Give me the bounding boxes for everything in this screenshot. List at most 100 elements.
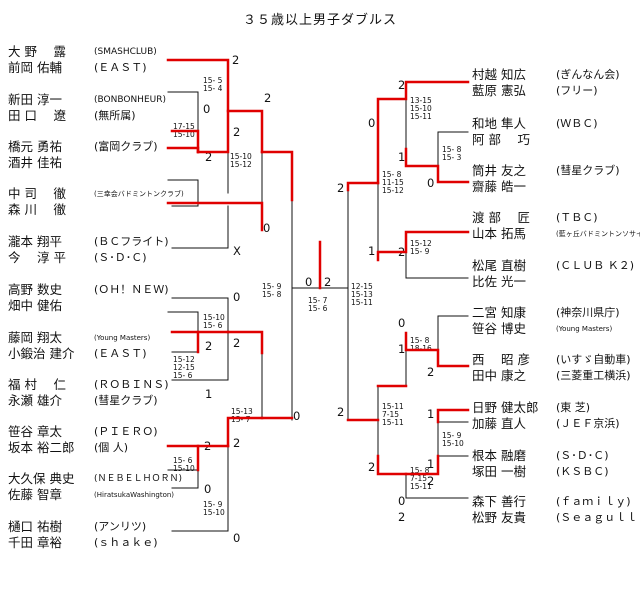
club-name: (Ｓｅａｇｕｌｌｓ) bbox=[556, 511, 640, 524]
winner-line bbox=[226, 330, 264, 355]
club-name: (ＰＩＥＲＯ) bbox=[94, 425, 158, 438]
club-name: (SMASHCLUB) bbox=[94, 47, 157, 57]
bracket-line bbox=[171, 478, 229, 532]
round-score: 2 bbox=[368, 460, 376, 474]
game-score: 15- 9 15-10 bbox=[442, 431, 464, 448]
player-name: 千田 章裕 bbox=[8, 535, 62, 550]
player-name: 大久保 典史 bbox=[8, 471, 75, 486]
player-name: 加藤 直人 bbox=[472, 416, 526, 431]
player-name: 松尾 直樹 bbox=[472, 258, 526, 273]
club-name: (三幸会バドミントンクラブ) bbox=[94, 190, 184, 198]
round-score: 2 bbox=[427, 365, 435, 379]
winner-line bbox=[166, 58, 230, 113]
bracket-line bbox=[437, 421, 469, 457]
player-name: 西 昭 彦 bbox=[472, 352, 530, 367]
round-score: 0 bbox=[233, 531, 241, 545]
page-title: ３５歳以上男子ダブルス bbox=[242, 13, 397, 28]
round-score: 1 bbox=[368, 244, 376, 258]
club-name: (いすゞ自動車) bbox=[556, 353, 631, 366]
player-name: 前岡 佑輔 bbox=[8, 60, 62, 75]
club-name: (ＥＡＳＴ) bbox=[94, 61, 147, 74]
club-name: (フリー) bbox=[556, 84, 598, 97]
club-name: (ＥＡＳＴ) bbox=[94, 347, 147, 360]
winner-line bbox=[170, 129, 200, 154]
club-name: (Young Masters) bbox=[94, 334, 151, 342]
game-score: 15- 8 7-15 15-11 bbox=[410, 466, 432, 491]
club-name: (ＮＥＢＥＬＨＯＲＮ) bbox=[94, 474, 183, 484]
round-score: 2 bbox=[337, 181, 345, 195]
round-score: 2 bbox=[233, 436, 241, 450]
round-score: 2 bbox=[205, 150, 213, 164]
round-score: 0 bbox=[398, 316, 406, 330]
bracket-line bbox=[171, 297, 229, 333]
round-score: 1 bbox=[427, 407, 435, 421]
game-score: 15-12 12-15 15- 6 bbox=[173, 355, 195, 380]
player-name: 松野 友貴 bbox=[472, 510, 526, 525]
player-name: 田中 康之 bbox=[472, 368, 526, 383]
player-name: 瀧本 翔平 bbox=[8, 234, 62, 249]
winner-line bbox=[404, 454, 440, 476]
player-name: 坂本 裕二郎 bbox=[8, 440, 75, 455]
club-name: (個 人) bbox=[94, 441, 129, 454]
player-name: 山本 拓馬 bbox=[472, 226, 526, 241]
club-name: (神奈川県庁) bbox=[556, 306, 620, 319]
game-score: 15-11 7-15 15-11 bbox=[382, 402, 404, 427]
round-score: 0 bbox=[398, 494, 406, 508]
player-name: 中 司 徹 bbox=[8, 186, 66, 201]
player-name: 森下 善行 bbox=[472, 494, 526, 509]
club-name: (富岡クラブ) bbox=[94, 140, 158, 153]
game-score: 15- 7 15- 6 bbox=[308, 296, 328, 313]
club-name: (Ｓ･Ｄ･Ｃ) bbox=[94, 251, 147, 264]
player-name: 和地 隼人 bbox=[472, 116, 526, 131]
club-name: (ＲＯＢＩＮＳ) bbox=[94, 378, 169, 391]
round-score: 2 bbox=[232, 53, 240, 67]
round-score: 2 bbox=[264, 91, 272, 105]
round-score: 1 bbox=[398, 342, 406, 356]
winner-line bbox=[404, 147, 470, 184]
bracket-line bbox=[437, 315, 469, 351]
winner-line bbox=[376, 230, 470, 262]
club-name: (Young Masters) bbox=[556, 325, 613, 333]
game-score: 15-10 15-12 bbox=[230, 152, 252, 169]
player-name: 高野 数史 bbox=[8, 282, 62, 297]
player-name: 根本 融磨 bbox=[472, 448, 526, 463]
bracket-line bbox=[171, 331, 229, 381]
game-score: 12-15 15-13 15-11 bbox=[351, 282, 373, 307]
player-name: 阿 部 巧 bbox=[472, 132, 530, 147]
winner-line bbox=[196, 109, 264, 154]
game-score: 15- 9 15-10 bbox=[203, 500, 225, 517]
game-score: 15- 8 18-16 bbox=[410, 336, 432, 353]
round-score: 0 bbox=[263, 221, 271, 235]
player-name: 新田 淳一 bbox=[8, 92, 62, 107]
club-name: (彗星クラブ) bbox=[94, 394, 158, 407]
player-name: 藍原 憲弘 bbox=[472, 83, 526, 98]
round-score: 2 bbox=[398, 78, 406, 92]
round-score: 0 bbox=[203, 102, 211, 116]
player-name: 橋元 勇祐 bbox=[8, 139, 62, 154]
winner-line bbox=[260, 150, 294, 202]
club-name: (藍ヶ丘バドミントンソサイエティ) bbox=[556, 230, 640, 238]
player-name: 村越 知広 bbox=[472, 67, 526, 82]
club-name: (無所属) bbox=[94, 109, 136, 122]
player-name: 比佐 光一 bbox=[472, 274, 526, 289]
winner-line bbox=[436, 408, 470, 424]
round-score: 0 bbox=[427, 176, 435, 190]
club-name: (BONBONHEUR) bbox=[94, 95, 166, 105]
club-name: (ＪＥＦ京浜) bbox=[556, 417, 620, 430]
game-score: 15-10 15- 6 bbox=[203, 313, 225, 330]
club-name: (ＷＢＣ) bbox=[556, 117, 598, 130]
round-score: 2 bbox=[233, 125, 241, 139]
player-name: 二宮 知康 bbox=[472, 305, 526, 320]
club-name: (ＫＳＢＣ) bbox=[556, 465, 609, 478]
player-name: 渡 部 匠 bbox=[472, 210, 530, 225]
bracket-line bbox=[405, 251, 469, 279]
player-name: 樋口 祐樹 bbox=[8, 519, 62, 534]
club-name: (Ｓ･Ｄ･Ｃ) bbox=[556, 449, 609, 462]
round-score: 2 bbox=[233, 336, 241, 350]
game-score: 15-13 15- 7 bbox=[231, 407, 253, 424]
player-name: 森 川 徹 bbox=[8, 202, 66, 217]
round-score: 2 bbox=[337, 405, 345, 419]
club-name: (HiratsukaWashington) bbox=[94, 491, 175, 499]
winner-line bbox=[170, 330, 200, 354]
